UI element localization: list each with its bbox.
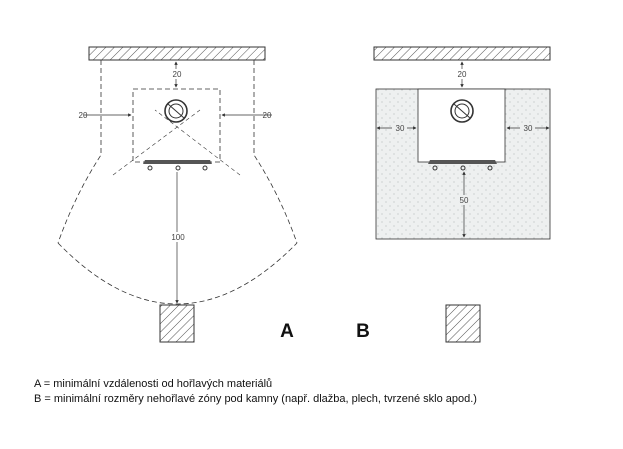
wall-hatch-a bbox=[88, 46, 266, 61]
diagram-b: 20 30 30 50 B bbox=[356, 46, 551, 343]
dim-label-a-left: 20 bbox=[79, 111, 88, 120]
label-a: A bbox=[280, 321, 294, 342]
dim-label-b-front: 50 bbox=[460, 196, 469, 205]
legend: A = minimální vzdálenosti od hořlavých m… bbox=[34, 377, 477, 407]
dim-label-b-right: 30 bbox=[524, 124, 533, 133]
dim-label-b-top: 20 bbox=[458, 70, 467, 79]
legend-line-a: A = minimální vzdálenosti od hořlavých m… bbox=[34, 378, 273, 390]
diagram-a: 20 20 20 100 A bbox=[57, 46, 298, 343]
dim-label-a-front: 100 bbox=[171, 233, 185, 242]
dim-label-a-top: 20 bbox=[173, 70, 182, 79]
stove-foot-a bbox=[147, 165, 153, 171]
stove-front-b bbox=[428, 160, 497, 164]
legend-line-b: B = minimální rozměry nehořlavé zóny pod… bbox=[34, 393, 477, 405]
dim-label-b-left: 30 bbox=[396, 124, 405, 133]
stove-foot-b bbox=[487, 165, 493, 171]
label-b: B bbox=[356, 321, 370, 342]
floor-hatch-b bbox=[445, 304, 481, 343]
wall-hatch-b bbox=[373, 46, 551, 61]
floor-hatch-a bbox=[159, 304, 195, 343]
flue-icon bbox=[454, 103, 470, 119]
flue-icon bbox=[453, 103, 471, 119]
stove-foot-b bbox=[432, 165, 438, 171]
stove-foot-a bbox=[175, 165, 181, 171]
stove-foot-a bbox=[202, 165, 208, 171]
stove-front-a bbox=[143, 160, 212, 164]
stove-foot-b bbox=[460, 165, 466, 171]
clearance-arc-a bbox=[57, 242, 298, 305]
view-line-a bbox=[154, 109, 241, 176]
dim-label-a-right: 20 bbox=[263, 111, 272, 120]
flue-icon bbox=[168, 103, 184, 119]
flue-icon bbox=[167, 103, 185, 119]
clearance-outline-a bbox=[57, 60, 298, 244]
